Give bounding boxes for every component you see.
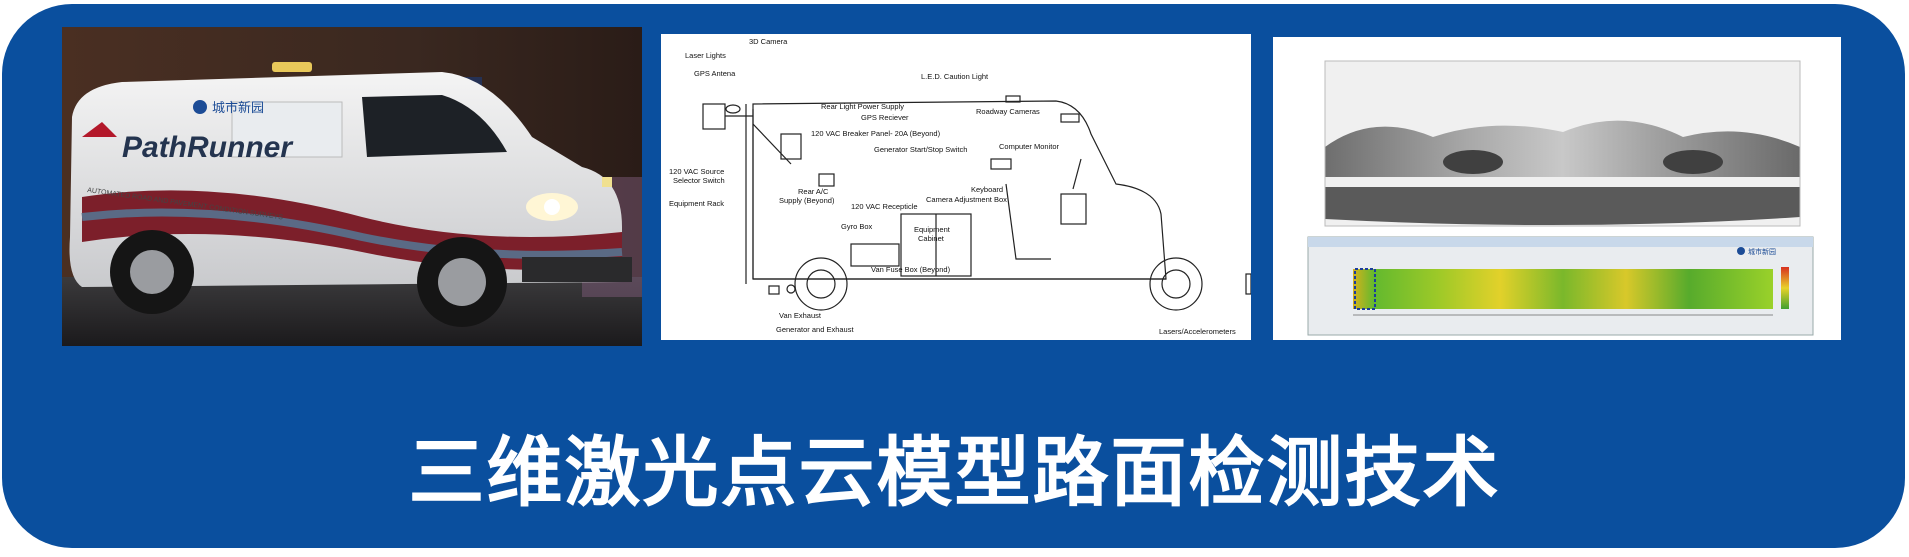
amber-light-icon: [602, 177, 612, 187]
label-vac-receptacle: 120 VAC Recepticle: [851, 202, 918, 211]
surface-depression: [1443, 150, 1503, 174]
heatmap-selection: [1354, 268, 1376, 310]
label-van-fuse-box: Van Fuse Box (Beyond): [871, 265, 951, 274]
roof-light-icon: [272, 62, 312, 72]
label-keyboard: Keyboard: [971, 185, 1003, 194]
surface-logo-icon: [1737, 247, 1745, 255]
van-outline: [752, 100, 1167, 280]
label-rear-light-ps: Rear Light Power Supply: [821, 102, 904, 111]
van-schematic: 3D Camera Laser Lights GPS Antena L.E.D.…: [669, 37, 1251, 336]
page-caption: 三维激光点云模型路面检测技术: [408, 428, 1501, 517]
label-breaker-panel: 120 VAC Breaker Panel- 20A (Beyond): [811, 129, 941, 138]
label-gps-antena: GPS Antena: [694, 69, 736, 78]
label-computer-monitor: Computer Monitor: [999, 142, 1060, 151]
label-supply-beyond: Supply (Beyond): [779, 196, 835, 205]
company-logo-icon: [193, 100, 207, 114]
surface-panel: 城市新园: [1273, 37, 1841, 340]
label-equipment: Equipment: [914, 225, 951, 234]
label-3d-camera: 3D Camera: [749, 37, 788, 46]
label-van-exhaust: Van Exhaust: [779, 311, 822, 320]
brand-label: PathRunner: [122, 131, 294, 164]
label-cabinet: Cabinet: [918, 234, 945, 243]
label-vac-source: 120 VAC Source: [669, 167, 724, 176]
front-wheel: [1149, 257, 1203, 311]
heatmap-strip: [1353, 269, 1773, 309]
label-rear-ac: Rear A/C: [798, 187, 829, 196]
laser-light-box: [702, 103, 726, 130]
schematic-diagram: 3D Camera Laser Lights GPS Antena L.E.D.…: [661, 34, 1251, 340]
label-lasers-accel: Lasers/Accelerometers: [1159, 327, 1236, 336]
label-laser-lights: Laser Lights: [685, 51, 726, 60]
label-generator-exhaust: Generator and Exhaust: [776, 325, 854, 334]
surface-shadow: [1325, 187, 1800, 226]
label-led-caution: L.E.D. Caution Light: [921, 72, 989, 81]
van-photo: PathRunner 城市新园 AUTOMATED ROAD AND PAVEM…: [62, 27, 642, 346]
surface-visualization: 城市新园: [1273, 37, 1841, 340]
heatmap-scale: [1781, 267, 1789, 309]
label-equipment-rack: Equipment Rack: [669, 199, 724, 208]
label-gen-switch: Generator Start/Stop Switch: [874, 145, 967, 154]
label-roadway-cameras: Roadway Cameras: [976, 107, 1040, 116]
label-selector-switch: Selector Switch: [673, 176, 725, 185]
chinese-logo-text: 城市新园: [212, 100, 264, 115]
computer-monitor-icon: [1060, 193, 1087, 225]
rear-wheel: [794, 257, 848, 311]
label-gps-reciever: GPS Reciever: [861, 113, 909, 122]
surface-logo-text: 城市新园: [1748, 247, 1776, 256]
van-illustration: PathRunner 城市新园 AUTOMATED ROAD AND PAVEM…: [62, 27, 642, 346]
label-camera-adj-box: Camera Adjustment Box: [926, 195, 1007, 204]
surface-depression: [1663, 150, 1723, 174]
label-gyro-box: Gyro Box: [841, 222, 873, 231]
